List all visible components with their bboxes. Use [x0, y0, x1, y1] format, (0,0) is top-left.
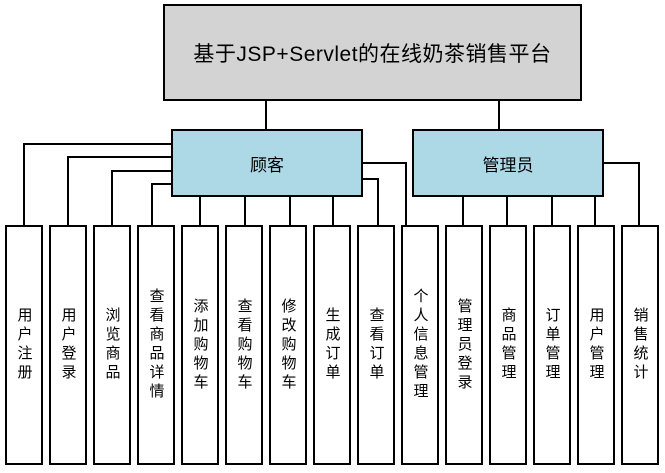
connector-line — [638, 162, 640, 225]
node-view-order: 查看订单 — [357, 225, 395, 465]
node-order-management: 订单管理 — [533, 225, 571, 465]
node-order-management-label: 订单管理 — [543, 307, 561, 383]
connector-line — [23, 143, 25, 225]
node-admin: 管理员 — [412, 129, 604, 197]
connector-line — [506, 195, 508, 225]
connector-line — [405, 162, 407, 225]
connector-line — [111, 170, 173, 172]
node-user-management: 用户管理 — [577, 225, 615, 465]
node-user-management-label: 用户管理 — [587, 307, 605, 383]
node-user-register: 用户注册 — [5, 225, 43, 465]
node-customer-label: 顾客 — [250, 155, 284, 175]
node-admin-label: 管理员 — [482, 155, 534, 175]
node-view-order-label: 查看订单 — [367, 307, 385, 383]
connector-line — [111, 170, 113, 225]
connector-line — [498, 99, 500, 130]
connector-line — [594, 195, 596, 225]
node-customer: 顾客 — [171, 129, 363, 197]
connector-line — [602, 162, 640, 164]
connector-line — [151, 183, 173, 185]
connector-line — [361, 178, 379, 180]
node-user-login: 用户登录 — [49, 225, 87, 465]
connector-line — [23, 143, 173, 145]
node-view-product-detail-label: 查看商品详情 — [147, 288, 165, 402]
node-create-order: 生成订单 — [313, 225, 351, 465]
node-modify-cart: 修改购物车 — [269, 225, 307, 465]
node-browse-products: 浏览商品 — [93, 225, 131, 465]
node-admin-login: 管理员登录 — [445, 225, 483, 465]
connector-line — [67, 156, 69, 225]
node-modify-cart-label: 修改购物车 — [279, 297, 297, 393]
node-product-management: 商品管理 — [489, 225, 527, 465]
node-add-to-cart-label: 添加购物车 — [191, 297, 209, 393]
node-create-order-label: 生成订单 — [323, 307, 341, 383]
node-profile-management: 个人信息管理 — [401, 225, 439, 465]
node-user-register-label: 用户注册 — [15, 307, 33, 383]
node-view-cart-label: 查看购物车 — [235, 297, 253, 393]
node-sales-statistics: 销售统计 — [621, 225, 659, 465]
connector-line — [199, 195, 201, 225]
connector-line — [332, 195, 334, 225]
connector-line — [361, 162, 407, 164]
connector-line — [244, 195, 246, 225]
node-view-product-detail: 查看商品详情 — [137, 225, 175, 465]
node-platform-root-label: 基于JSP+Servlet的在线奶茶销售平台 — [193, 42, 552, 66]
node-admin-login-label: 管理员登录 — [455, 297, 473, 393]
node-view-cart: 查看购物车 — [225, 225, 263, 465]
node-add-to-cart: 添加购物车 — [181, 225, 219, 465]
connector-line — [377, 178, 379, 225]
node-user-login-label: 用户登录 — [59, 307, 77, 383]
node-profile-management-label: 个人信息管理 — [411, 288, 429, 402]
connector-line — [151, 183, 153, 225]
node-platform-root: 基于JSP+Servlet的在线奶茶销售平台 — [163, 4, 582, 101]
connector-line — [265, 99, 267, 130]
node-sales-statistics-label: 销售统计 — [631, 307, 649, 383]
node-product-management-label: 商品管理 — [499, 307, 517, 383]
connector-line — [67, 156, 173, 158]
node-browse-products-label: 浏览商品 — [103, 307, 121, 383]
connector-line — [551, 195, 553, 225]
connector-line — [289, 195, 291, 225]
connector-line — [462, 195, 464, 225]
